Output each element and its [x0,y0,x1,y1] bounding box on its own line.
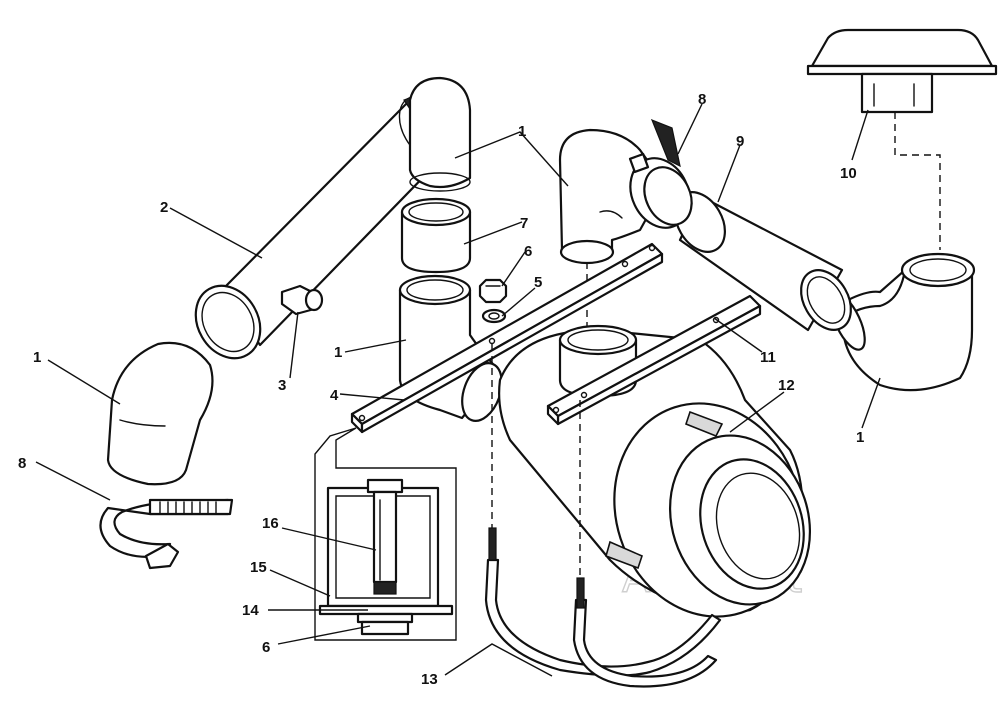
callout-6-top: 6 [524,243,532,260]
callout-4: 4 [330,387,339,404]
nut-6-top [478,278,508,304]
callout-1-top: 1 [518,123,526,140]
pipe-9 [674,191,852,332]
callout-5: 5 [534,274,542,291]
callout-3: 3 [278,377,286,394]
top-elbow-1 [408,76,472,192]
callout-13: 13 [421,671,438,688]
callout-9: 9 [736,133,744,150]
callout-12: 12 [778,377,795,394]
band-clamp-8-left [99,498,234,570]
callout-10: 10 [840,165,857,182]
washer-5 [481,308,507,324]
leader-lines [35,103,881,677]
callout-6-bottom: 6 [262,639,270,656]
callout-1-mid: 1 [334,344,342,361]
bracket-bar-11 [546,294,762,426]
fitting-3 [280,284,324,316]
cap-centerline [894,112,941,250]
air-cleaner-body-12 [498,324,812,618]
callout-8-left: 8 [18,455,26,472]
callout-1-left: 1 [33,349,41,366]
callout-7: 7 [520,215,528,232]
hose-clamp-8-top [628,118,693,229]
bracket-bar-4 [350,242,664,434]
detail-inset [314,427,457,641]
callout-14: 14 [242,602,259,619]
precleaner-cap [806,28,998,114]
callout-1-right: 1 [856,429,864,446]
callout-16: 16 [262,515,279,532]
callout-11: 11 [760,349,776,366]
right-elbow-1 [830,252,976,392]
left-bend-1 [106,341,214,486]
callout-8-top: 8 [698,91,706,108]
callout-2: 2 [160,199,168,216]
coupling-sleeve-7 [400,197,472,274]
callout-15: 15 [250,559,267,576]
callout-labels: 1 2 3 4 1 1 7 6 5 8 9 10 11 12 1 8 13 16… [18,91,864,688]
straps-13 [484,527,722,688]
